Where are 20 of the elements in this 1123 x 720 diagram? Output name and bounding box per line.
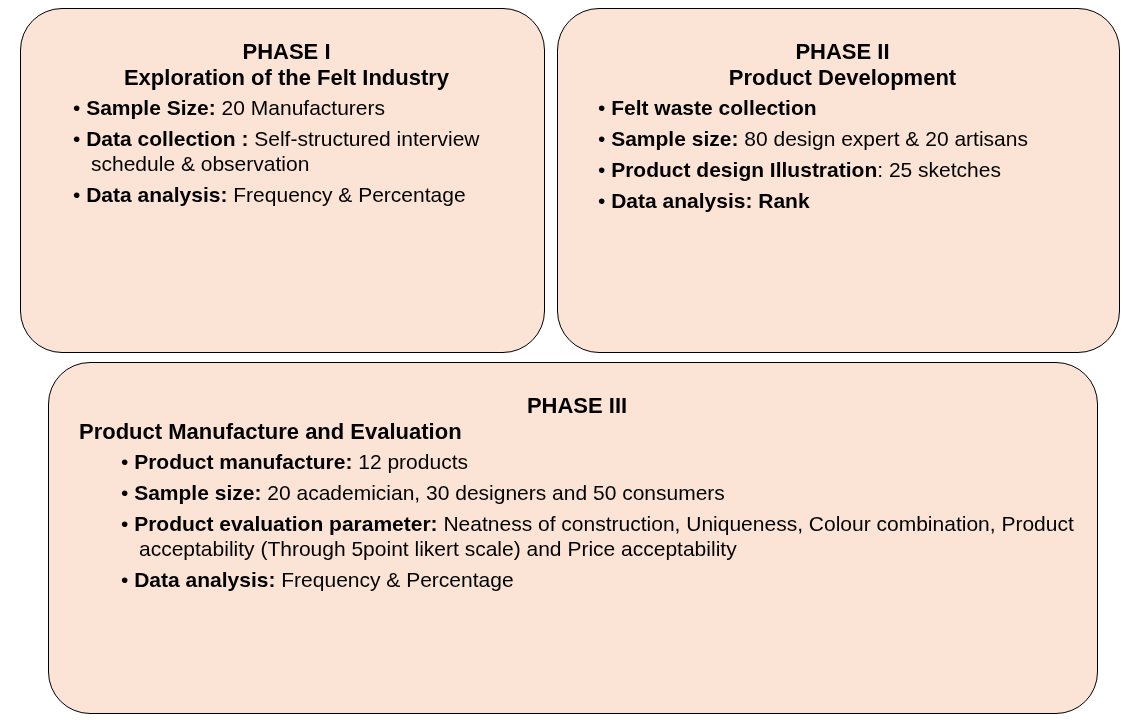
phase-subtitle: Product Manufacture and Evaluation	[79, 419, 463, 445]
bullet-item: • Data collection : Self-structured interview schedule & observation	[73, 126, 481, 176]
phase-heading: PHASE III	[525, 393, 629, 419]
phase-subtitle: Product Development	[727, 65, 958, 91]
bullet-item: • Data analysis: Frequency & Percentage	[73, 182, 467, 207]
bullet-item: • Sample size: 80 design expert & 20 artisans	[598, 126, 1029, 151]
bullet-item: • Felt waste collection	[598, 95, 818, 120]
bullet-item: • Sample size: 20 academician, 30 designers and 50 consumers	[121, 480, 726, 505]
bullet-item: • Product design Illustration: 25 sketches	[598, 157, 1002, 182]
bullet-item: • Data analysis: Frequency & Percentage	[121, 567, 515, 592]
phase-subtitle: Exploration of the Felt Industry	[122, 65, 451, 91]
bullet-item: • Product manufacture: 12 products	[121, 449, 469, 474]
phase-heading: PHASE I	[241, 39, 332, 65]
phase-box	[48, 362, 1098, 714]
phase-heading: PHASE II	[794, 39, 891, 65]
bullet-item: • Sample Size: 20 Manufacturers	[73, 95, 386, 120]
phase-box	[557, 8, 1120, 353]
bullet-item: • Data analysis: Rank	[598, 188, 811, 213]
phase-box	[20, 8, 545, 353]
bullet-item: • Product evaluation parameter: Neatness of construction, Uniqueness, Colour combination, Product acceptability (Through 5point likert scale) and Price acceptability	[121, 511, 1075, 561]
